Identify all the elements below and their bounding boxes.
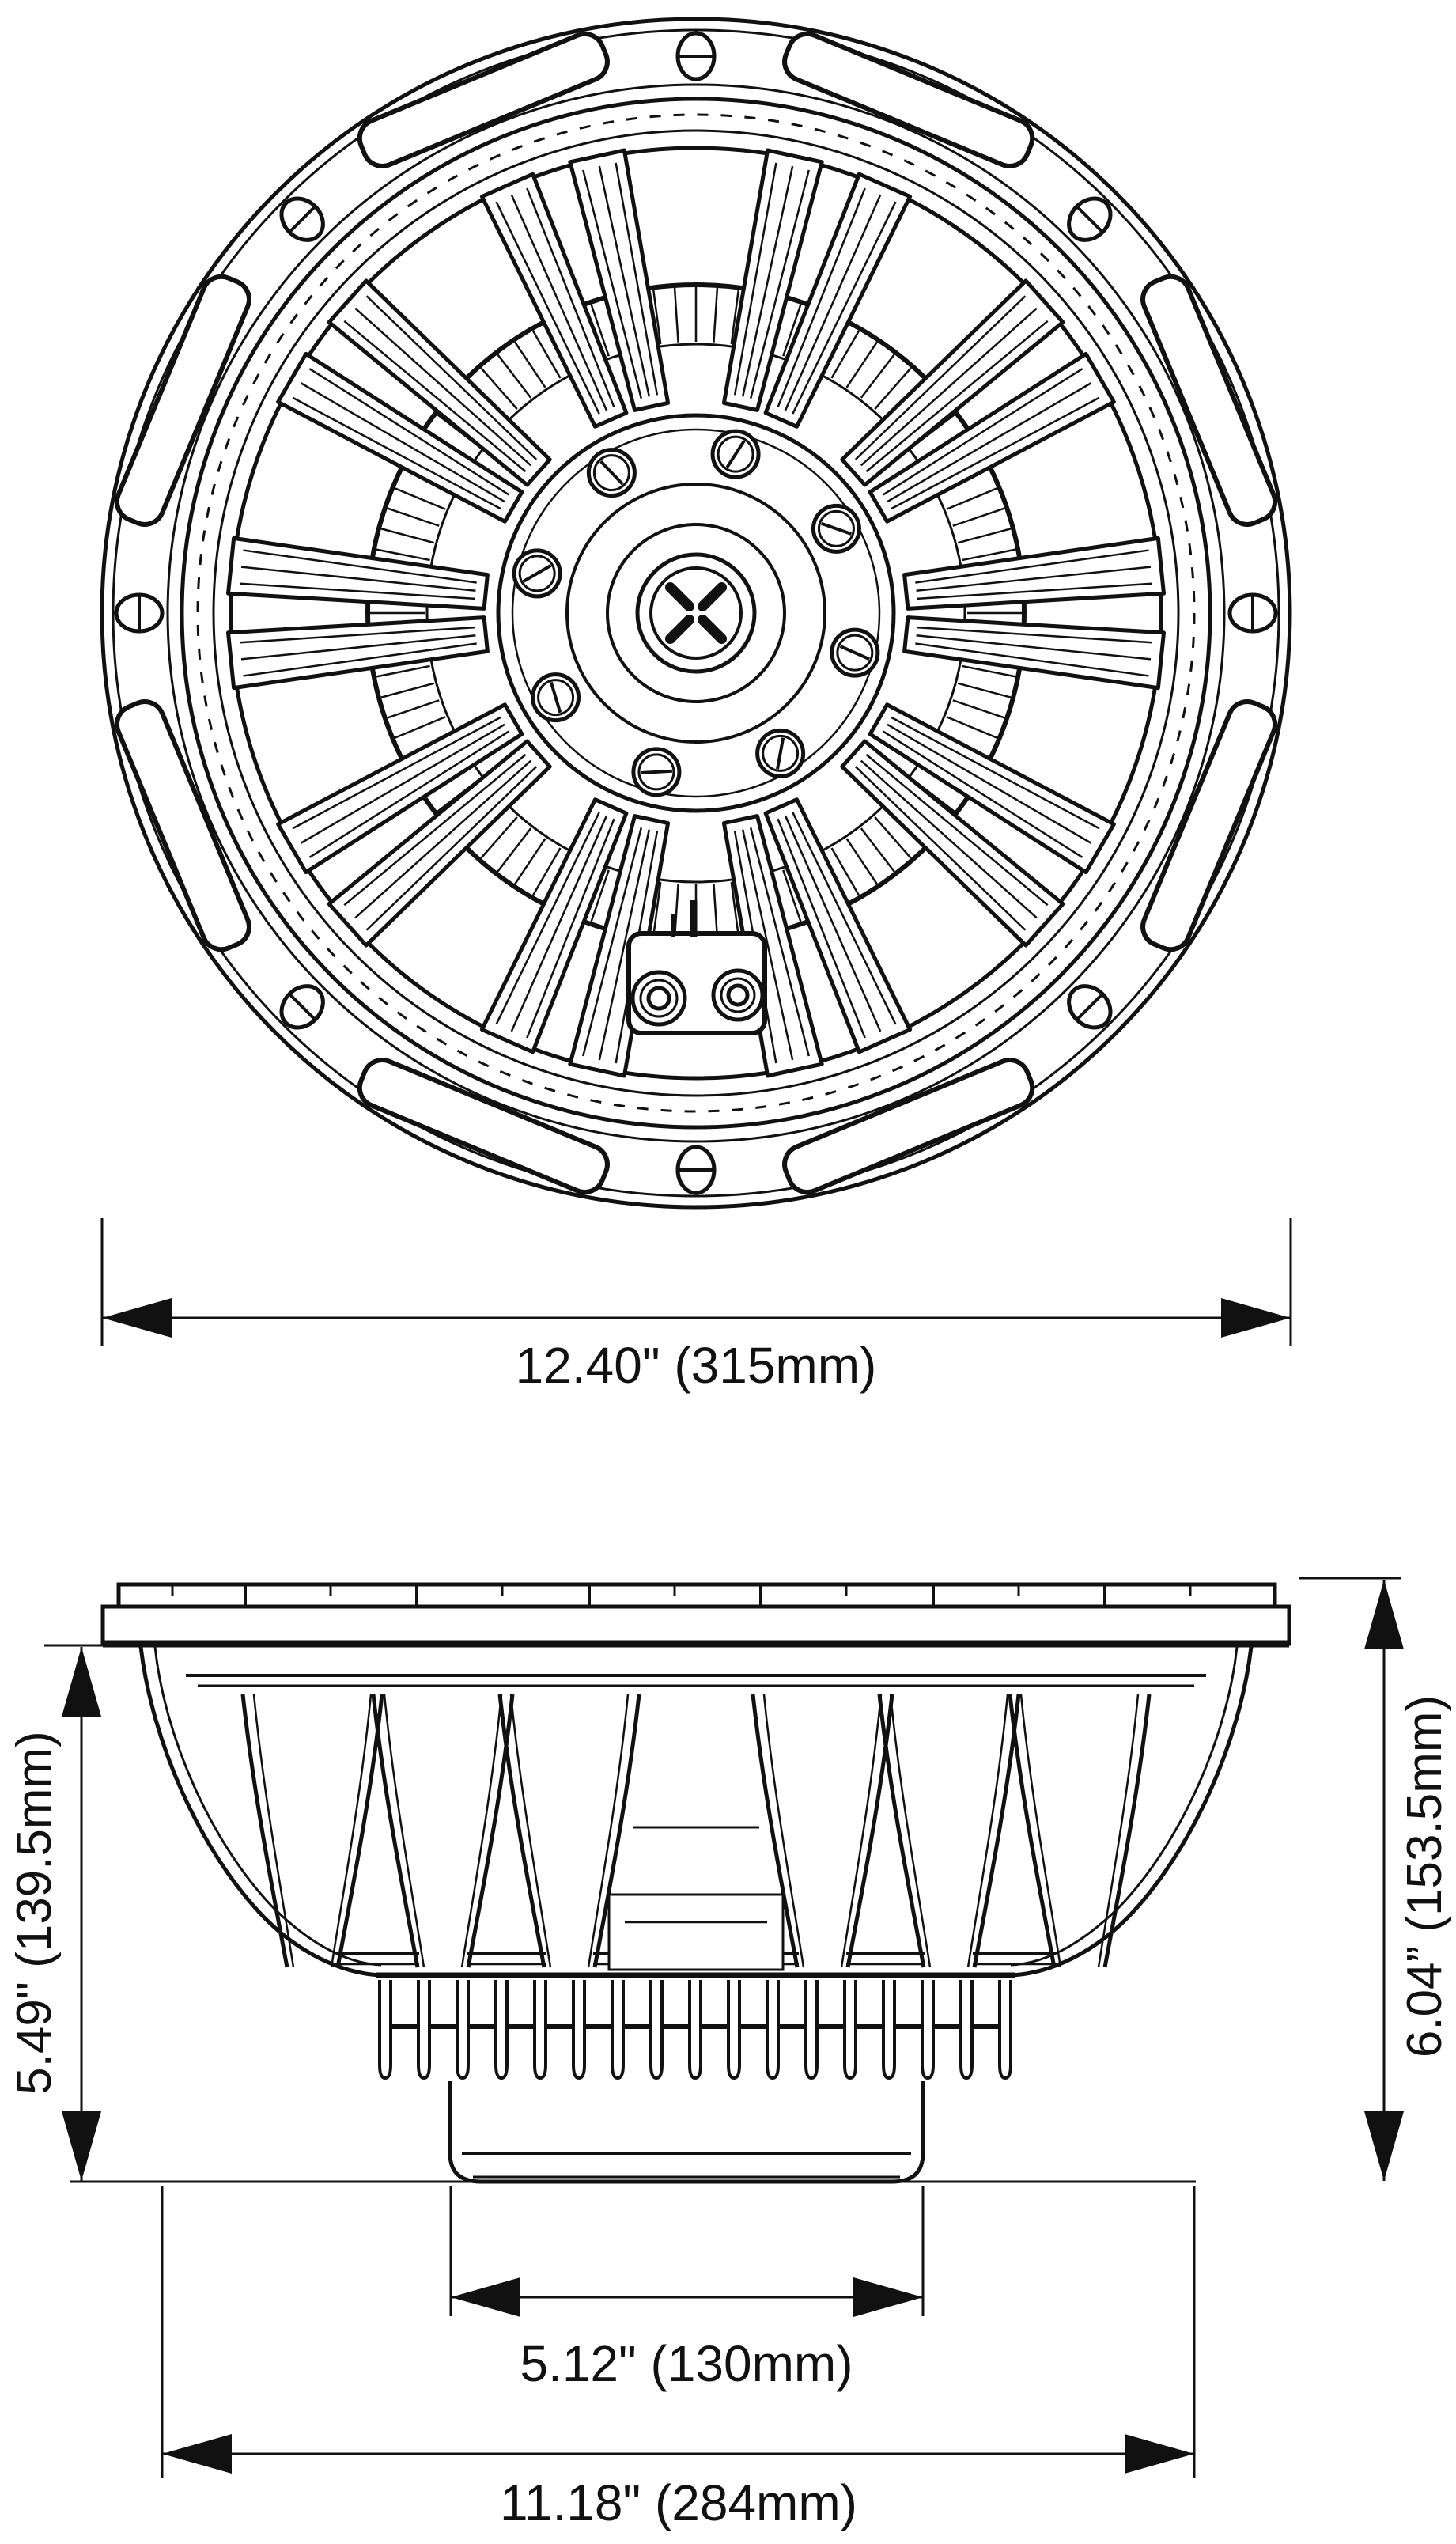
- center-vent-cross: [664, 581, 728, 645]
- overall-depth-label: 6.04” (153.5mm): [1397, 1695, 1452, 2058]
- gasket-strip: [116, 1582, 1277, 1609]
- dimension-overall-diameter: [100, 1218, 1292, 1346]
- magnet-cup: [70, 2081, 1196, 2184]
- dimension-mounting-depth: [44, 1644, 147, 2181]
- heatsink-fins: [376, 1972, 1015, 2080]
- overall-diameter-label: 12.40" (315mm): [516, 1337, 877, 1394]
- dimension-magnet-diameter: [449, 2186, 925, 2317]
- cutout-diameter-label: 11.18" (284mm): [500, 2474, 857, 2531]
- surround-clamp-rings: [166, 83, 1226, 1143]
- dimension-cutout-diameter: [161, 2186, 1196, 2478]
- rear-view: [100, 17, 1292, 1210]
- mounting-slot-ring: [114, 31, 1278, 1195]
- basket-spokes: [226, 148, 1166, 1078]
- dimension-annotations: 12.40" (315mm) 5.49" (139.5mm) 6.04” (15…: [7, 1218, 1452, 2531]
- terminal-block: [626, 900, 767, 1035]
- magnet-hub: [496, 413, 896, 813]
- flange-rim-rings: [100, 17, 1292, 1210]
- side-view: [70, 1582, 1291, 2184]
- basket-legs: [138, 1646, 1254, 1978]
- mounting-flange: [100, 1604, 1291, 1648]
- mounting-depth-label: 5.49" (139.5mm): [7, 1731, 62, 2095]
- dimension-overall-depth: [1299, 1577, 1404, 2181]
- magnet-diameter-label: 5.12" (130mm): [520, 2335, 853, 2392]
